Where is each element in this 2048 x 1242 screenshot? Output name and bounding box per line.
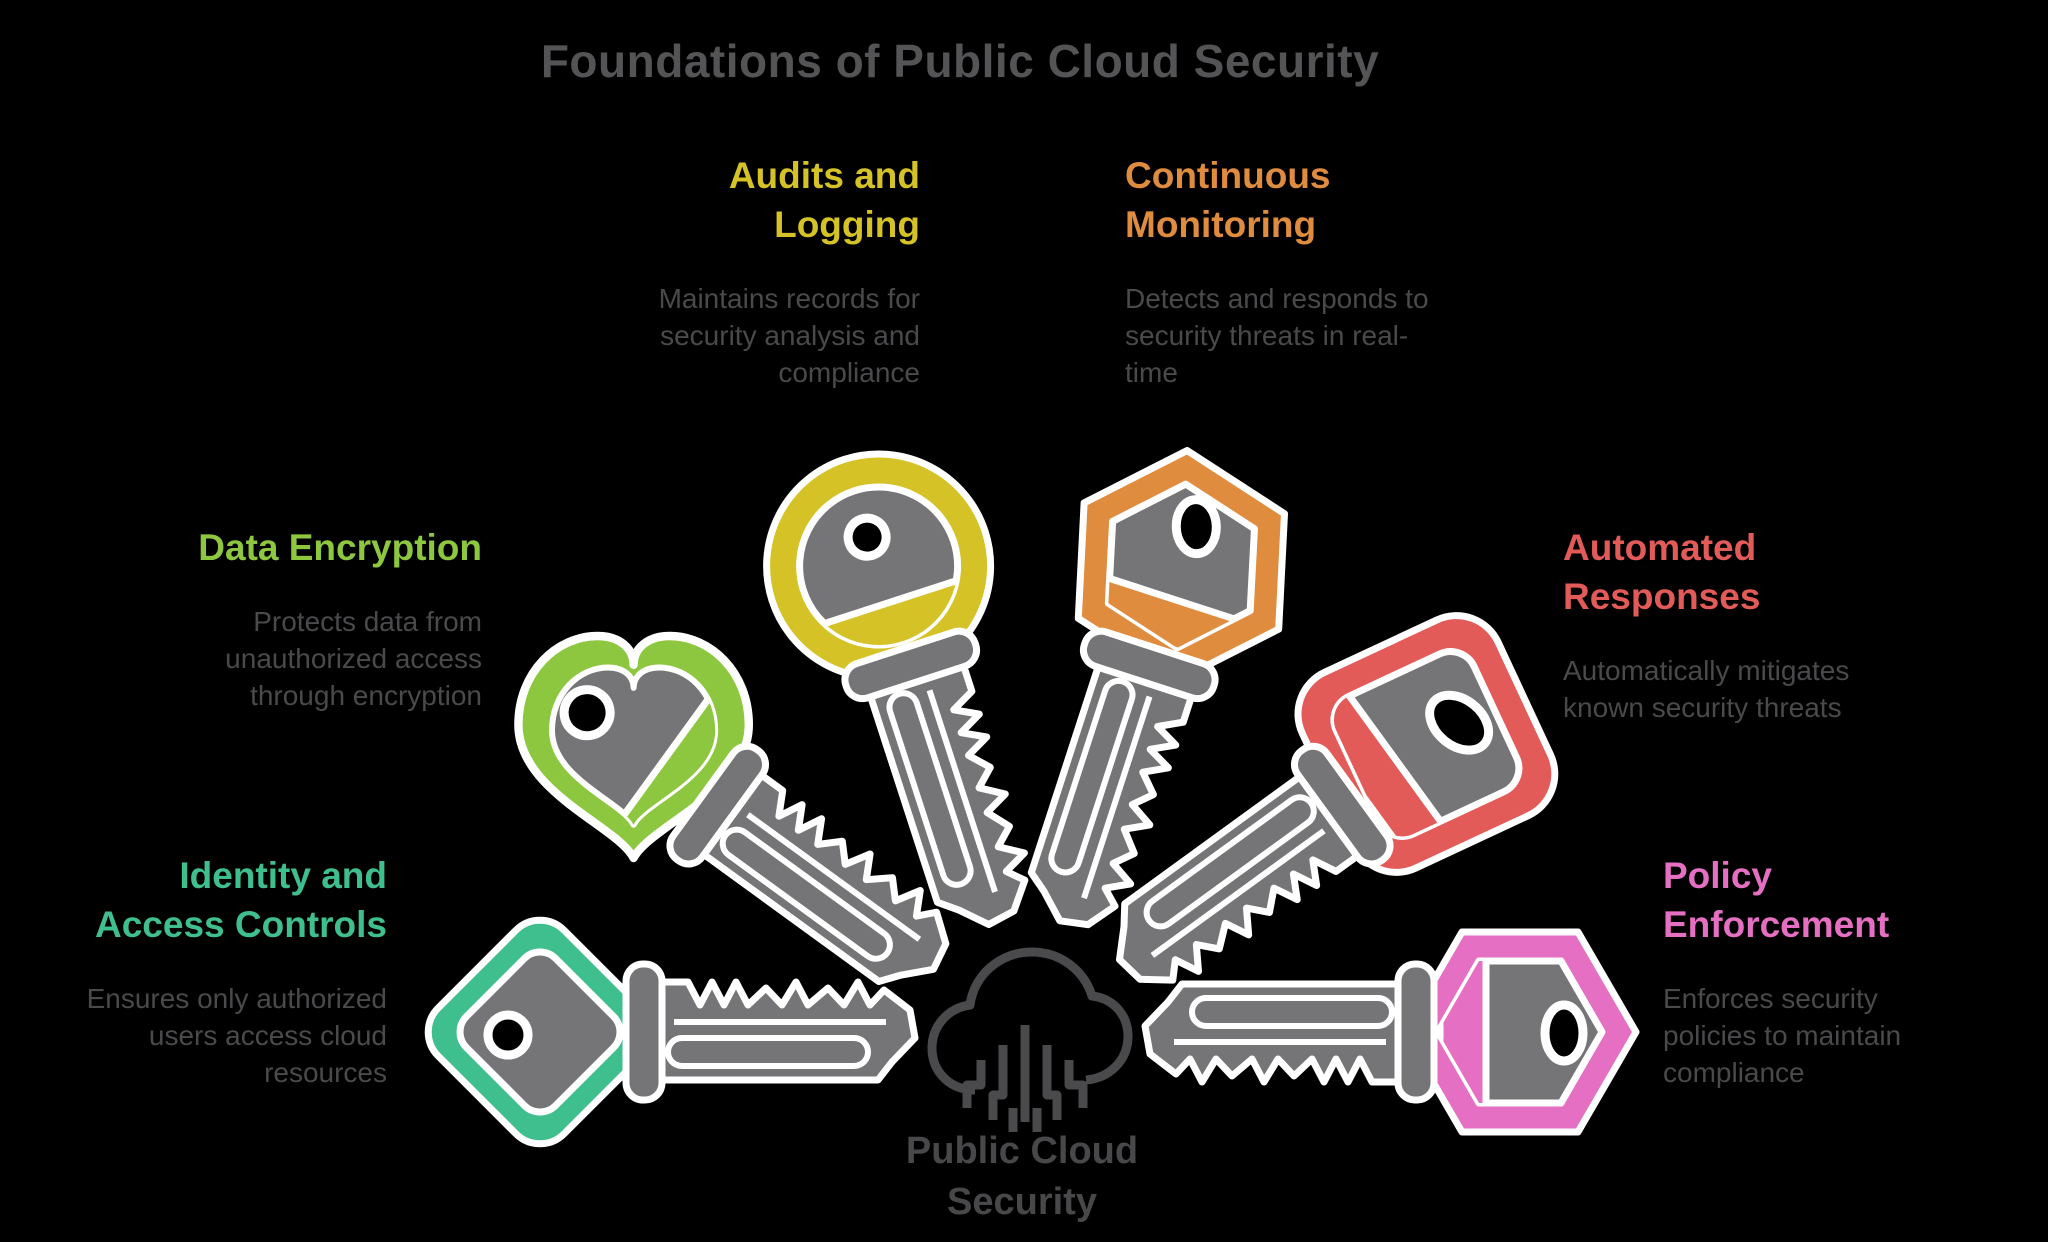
key-head-clover: [413, 526, 855, 967]
item-description: Detects and responds to security threats…: [1125, 282, 1429, 389]
key-shaft: [1145, 964, 1434, 1100]
keyhole: [483, 1010, 533, 1060]
item-description: Automatically mitigates known security t…: [1563, 654, 1850, 723]
item-automated-responses-text: Automated Responses Automatically mitiga…: [1563, 524, 1849, 726]
key-identity-and-access-controls: [424, 916, 915, 1148]
item-heading: Continuous Monitoring: [1125, 155, 1331, 245]
key-policy-enforcement: [1145, 932, 1636, 1132]
item-heading: Data Encryption: [198, 527, 482, 568]
item-heading: Policy Enforcement: [1663, 855, 1890, 945]
item-description: Protects data from unauthorized access t…: [225, 605, 482, 712]
key-head-diamond: [424, 916, 656, 1148]
keyhole: [1425, 690, 1494, 755]
cloud-with-circuit-lines-icon: [927, 947, 1133, 1132]
item-description: Enforces security policies to maintain c…: [1663, 982, 1902, 1089]
key-head-hexagon-pointy: [1404, 932, 1636, 1132]
center-label: Public Cloud Security: [905, 1130, 1139, 1224]
item-description: Maintains records for security analysis …: [658, 282, 920, 389]
keyhole: [1171, 495, 1221, 559]
item-continuous-monitoring-text: Continuous Monitoring Detects and respon…: [1125, 152, 1429, 391]
item-audits-and-logging-text: Audits and Logging Maintains records for…: [659, 152, 920, 391]
item-policy-enforcement-text: Policy Enforcement Enforces security pol…: [1663, 852, 1901, 1091]
keyhole: [843, 513, 891, 561]
key-shaft: [626, 964, 915, 1100]
key-data-encryption: [413, 526, 1028, 1093]
item-heading: Identity and Access Controls: [95, 855, 387, 945]
item-data-encryption-text: Data Encryption Protects data from unaut…: [198, 524, 482, 715]
key-automated-responses: [1049, 612, 1559, 1067]
keyhole: [559, 685, 615, 741]
item-heading: Audits and Logging: [728, 155, 920, 245]
key-audits-and-logging: [763, 450, 1101, 957]
item-description: Ensures only authorized users access clo…: [86, 982, 387, 1089]
item-identity-and-access-controls-text: Identity and Access Controls Ensures onl…: [87, 852, 387, 1091]
key-head-circle: [763, 450, 995, 682]
keyhole: [1540, 1000, 1588, 1066]
item-heading: Automated Responses: [1563, 527, 1761, 617]
page-title: Foundations of Public Cloud Security: [540, 35, 1380, 87]
